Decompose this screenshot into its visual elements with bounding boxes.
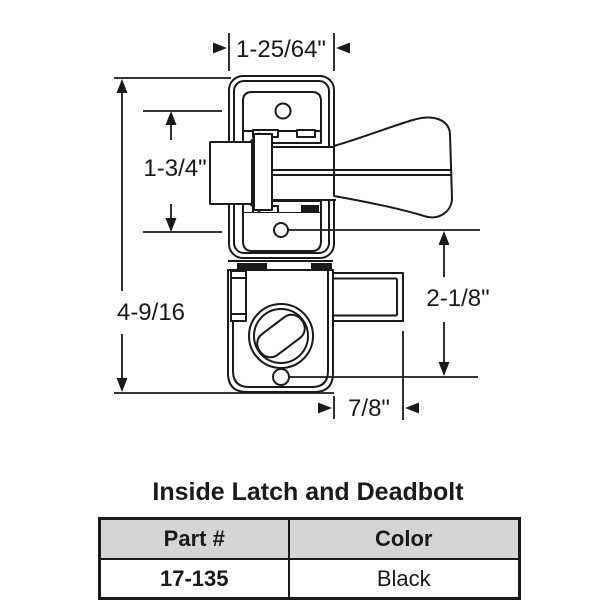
dim-hole-to-bottom: 2-1/8"	[288, 229, 490, 378]
dim-top-width-label: 1-25/64"	[236, 36, 326, 63]
latch-bolt	[209, 132, 261, 213]
mounting-plate-top	[242, 91, 322, 144]
wing-knob	[272, 116, 453, 219]
turn-pivot-screw	[272, 368, 290, 386]
screw-hole-bottom	[273, 222, 289, 238]
dim-hole-spacing-label: 1-3/4"	[143, 155, 206, 182]
dim-hole-spacing: 1-3/4"	[143, 111, 207, 232]
spindle-shaft	[272, 146, 336, 201]
table-header-color: Color	[287, 517, 521, 560]
latch-slider	[253, 133, 273, 211]
dim-overall-height-label: 4-9/16	[117, 299, 185, 326]
deadbolt	[332, 272, 404, 322]
latch-technical-drawing: 1-25/64" 1-3/4" 4-9/16 2-1/8"	[114, 33, 490, 422]
dim-top-width: 1-25/64"	[213, 33, 350, 71]
spec-table: Part # Color 17-135 Black	[98, 517, 521, 600]
color-cell: Black	[287, 558, 521, 600]
thumb-turn-dial	[248, 303, 314, 369]
housing-joint	[228, 260, 333, 270]
part-number-cell: 17-135	[98, 558, 290, 600]
screw-hole-top	[274, 102, 292, 120]
dim-bolt-projection-label: 7/8"	[348, 395, 390, 422]
table-header-row: Part # Color	[98, 517, 521, 560]
diagram-title: Inside Latch and Deadbolt	[152, 478, 464, 506]
dim-overall-height: 4-9/16	[116, 79, 185, 392]
table-row: 17-135 Black	[98, 558, 521, 600]
table-header-part: Part #	[98, 517, 290, 560]
dim-bolt-projection: 7/8"	[318, 331, 419, 422]
bolt-guide-tab	[230, 270, 247, 322]
dim-hole-to-bottom-label: 2-1/8"	[426, 285, 489, 312]
